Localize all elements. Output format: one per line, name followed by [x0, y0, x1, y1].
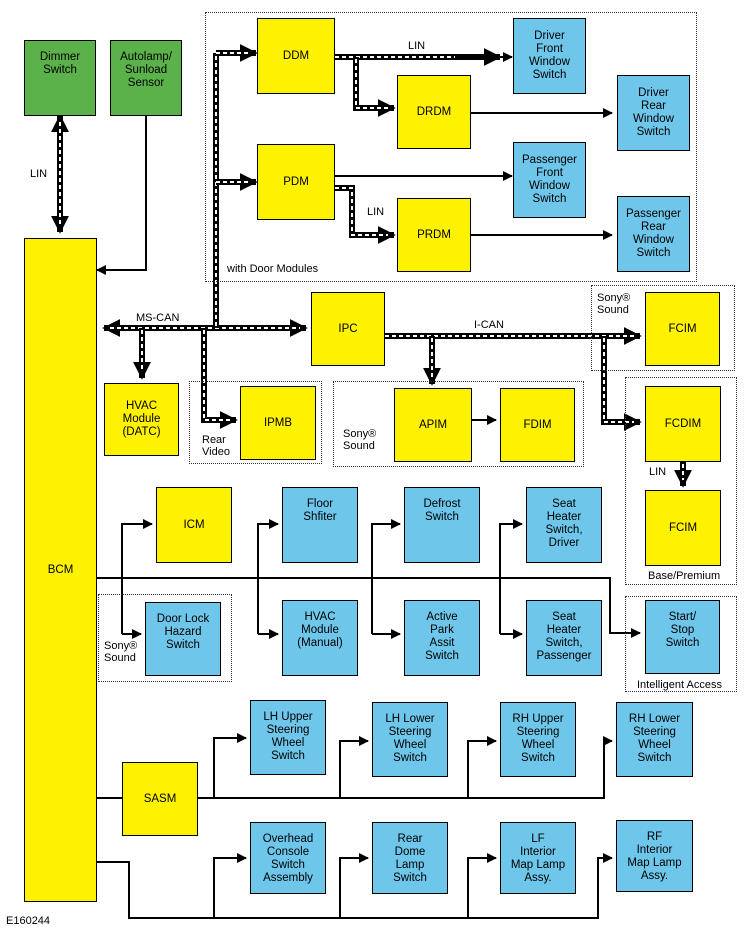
passenger-front-window-switch: Passenger Front Window Switch	[513, 142, 586, 218]
defrost-switch: Defrost Switch	[404, 487, 480, 563]
group-intelligent-access	[625, 596, 737, 692]
rh-lower-steering-wheel-switch: RH Lower Steering Wheel Switch	[616, 702, 693, 777]
fdim-label: FDIM	[523, 418, 552, 431]
prdm-label: PRDM	[417, 228, 451, 241]
drdm-module: DRDM	[397, 75, 471, 149]
lh-upper-label: LH Upper Steering Wheel Switch	[263, 711, 313, 762]
pfws-label: Passenger Front Window Switch	[522, 154, 577, 205]
apim-label: APIM	[418, 418, 448, 431]
fcim-bottom-label: FCIM	[668, 521, 698, 534]
prws-label: Passenger Rear Window Switch	[626, 208, 681, 259]
prdm-module: PRDM	[397, 198, 471, 272]
lh-upper-steering-wheel-switch: LH Upper Steering Wheel Switch	[250, 700, 326, 775]
label-i-can: I-CAN	[474, 319, 504, 331]
door-lock-hazard-switch: Door Lock Hazard Switch	[145, 602, 221, 676]
label-sony-fcim: Sony® Sound	[597, 292, 631, 316]
defrost-switch-label: Defrost Switch	[423, 498, 461, 523]
sasm-label: SASM	[143, 792, 177, 805]
overhead-console-switch-assembly: Overhead Console Switch Assembly	[250, 822, 326, 894]
floor-shifter: Floor Shfiter	[282, 487, 358, 563]
lf-map-label: LF Interior Map Lamp Assy.	[510, 833, 566, 884]
dimmer-switch-label: Dimmer Switch	[39, 51, 81, 76]
seat-driver-label: Seat Heater Switch, Driver	[545, 498, 583, 549]
passenger-rear-window-switch: Passenger Rear Window Switch	[617, 196, 690, 272]
autolamp-label: Autolamp/ Sunload Sensor	[120, 51, 172, 89]
fcim-top-module: FCIM	[645, 292, 720, 366]
lh-lower-steering-wheel-switch: LH Lower Steering Wheel Switch	[372, 702, 448, 777]
pdm-label: PDM	[283, 175, 309, 188]
hvac-manual-module: HVAC Module (Manual)	[282, 600, 358, 676]
rh-upper-steering-wheel-switch: RH Upper Steering Wheel Switch	[500, 702, 576, 777]
label-lin-dimmer: LIN	[30, 168, 48, 180]
ipmb-module: IPMB	[240, 386, 316, 460]
active-park-assist-switch: Active Park Assit Switch	[404, 600, 480, 676]
drdm-label: DRDM	[416, 105, 452, 118]
floor-shifter-label: Floor Shfiter	[303, 498, 337, 523]
driver-front-window-switch: Driver Front Window Switch	[513, 18, 586, 94]
bcm-module: BCM	[24, 238, 97, 902]
group-sony-fcim	[591, 285, 735, 371]
figure-id: E160244	[6, 915, 51, 927]
fdim-module: FDIM	[500, 388, 575, 462]
rf-interior-map-lamp: RF Interior Map Lamp Assy.	[616, 820, 693, 892]
label-intelligent-access: Intelligent Access	[637, 679, 722, 691]
seat-heater-switch-driver: Seat Heater Switch, Driver	[526, 487, 602, 563]
hvac-manual-label: HVAC Module (Manual)	[297, 611, 343, 649]
fcim-bottom-module: FCIM	[645, 490, 721, 566]
seat-pass-label: Seat Heater Switch, Passenger	[536, 611, 592, 662]
label-lin-fcdim: LIN	[649, 466, 667, 478]
start-stop-label: Start/ Stop Switch	[665, 611, 700, 649]
label-ms-can: MS-CAN	[136, 312, 180, 324]
fcdim-module: FCDIM	[645, 386, 721, 462]
ddm-module: DDM	[257, 18, 335, 94]
group-door-modules	[205, 12, 697, 282]
dimmer-switch: Dimmer Switch	[24, 40, 96, 116]
rear-dome-lamp-switch: Rear Dome Lamp Switch	[372, 822, 448, 894]
icm-module: ICM	[156, 487, 232, 563]
drws-label: Driver Rear Window Switch	[633, 87, 674, 138]
hvac-datc-module: HVAC Module (DATC)	[104, 383, 179, 456]
rear-dome-label: Rear Dome Lamp Switch	[393, 833, 427, 884]
ddm-label: DDM	[282, 49, 310, 62]
label-sony-apim: Sony® Sound	[343, 428, 377, 452]
hvac-datc-label: HVAC Module (DATC)	[122, 400, 161, 438]
rh-lower-label: RH Lower Steering Wheel Switch	[628, 713, 681, 764]
ipc-module: IPC	[311, 292, 385, 366]
ipc-label: IPC	[338, 322, 358, 335]
ipmb-label: IPMB	[263, 416, 293, 429]
lh-lower-label: LH Lower Steering Wheel Switch	[385, 713, 435, 764]
dfws-label: Driver Front Window Switch	[529, 30, 570, 81]
sasm-module: SASM	[122, 762, 198, 836]
fcdim-label: FCDIM	[664, 417, 702, 430]
bcm-label: BCM	[47, 563, 74, 576]
start-stop-switch: Start/ Stop Switch	[645, 600, 720, 674]
label-base-premium: Base/Premium	[648, 570, 721, 582]
label-lin-ddm: LIN	[408, 40, 426, 52]
driver-rear-window-switch: Driver Rear Window Switch	[617, 75, 690, 151]
rh-upper-label: RH Upper Steering Wheel Switch	[512, 713, 564, 764]
lf-interior-map-lamp: LF Interior Map Lamp Assy.	[500, 822, 576, 894]
seat-heater-switch-passenger: Seat Heater Switch, Passenger	[526, 600, 602, 676]
icm-label: ICM	[183, 518, 205, 531]
door-lock-label: Door Lock Hazard Switch	[156, 613, 210, 651]
group-rear-video	[189, 381, 322, 464]
group-base-premium	[625, 377, 737, 585]
rf-map-label: RF Interior Map Lamp Assy.	[627, 831, 682, 882]
label-rear-video: Rear Video	[202, 434, 230, 458]
fcim-top-label: FCIM	[668, 322, 697, 335]
apim-module: APIM	[394, 388, 472, 462]
park-assist-label: Active Park Assit Switch	[425, 611, 459, 662]
label-sony-door-lock: Sony® Sound	[104, 640, 138, 664]
group-sony-apim	[333, 381, 584, 467]
pdm-module: PDM	[257, 144, 335, 220]
overhead-label: Overhead Console Switch Assembly	[262, 833, 314, 884]
label-with-door-modules: with Door Modules	[227, 263, 319, 275]
autolamp-sunload-sensor: Autolamp/ Sunload Sensor	[110, 40, 182, 116]
label-lin-pdm: LIN	[367, 206, 385, 218]
group-sony-door-lock	[98, 594, 232, 682]
